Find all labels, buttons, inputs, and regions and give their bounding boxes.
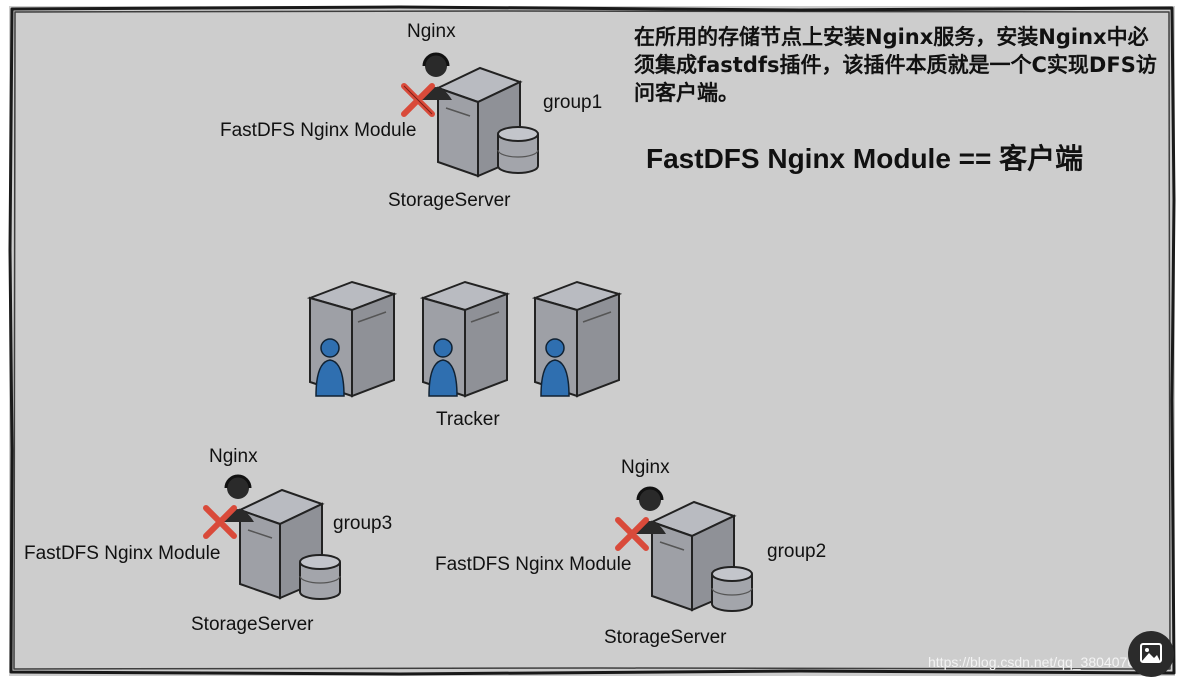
tracker-server-2	[419, 280, 511, 398]
wrench-screwdriver-icon	[203, 505, 237, 539]
storage-server-group3	[203, 474, 341, 600]
tracker-server-3	[531, 280, 623, 398]
server-label-group3: StorageServer	[191, 614, 314, 635]
storage-server-group2	[615, 486, 753, 612]
watermark: https://blog.csdn.net/qq_38040765	[928, 654, 1143, 670]
module-label-group3: FastDFS Nginx Module	[24, 543, 221, 564]
wrench-screwdriver-icon	[615, 517, 649, 551]
description-note: 在所用的存储节点上安装Nginx服务，安装Nginx中必须集成fastdfs插件…	[634, 25, 1157, 105]
headset-user-icon	[222, 474, 254, 522]
user-icon	[428, 338, 458, 397]
tracker-server-1	[306, 280, 398, 398]
database-icon	[497, 126, 539, 174]
group-label-group2: group2	[767, 541, 827, 562]
server-label-group1: StorageServer	[388, 190, 511, 211]
database-icon	[711, 566, 753, 612]
title-cjk: 客户端	[999, 142, 1084, 175]
diagram-title: FastDFS Nginx Module == 客户端	[646, 137, 1083, 177]
user-icon	[315, 338, 345, 397]
module-label-group2: FastDFS Nginx Module	[435, 554, 632, 575]
image-icon	[1140, 643, 1162, 663]
module-label-group1: FastDFS Nginx Module	[220, 120, 417, 141]
nginx-label-group2: Nginx	[621, 457, 670, 478]
user-icon	[540, 338, 570, 397]
nginx-label-group1: Nginx	[407, 21, 456, 42]
server-label-group2: StorageServer	[604, 627, 727, 648]
server-tower-icon	[649, 500, 737, 612]
server-tower-icon	[237, 488, 325, 600]
title-latin: FastDFS Nginx Module ==	[646, 143, 992, 174]
tracker-label: Tracker	[436, 409, 500, 430]
group-label-group3: group3	[333, 513, 393, 534]
storage-server-group1	[401, 52, 539, 178]
group-label-group1: group1	[543, 92, 603, 113]
image-view-button[interactable]	[1128, 631, 1174, 677]
nginx-label-group3: Nginx	[209, 446, 258, 467]
database-icon	[299, 554, 341, 600]
wrench-screwdriver-icon	[401, 83, 435, 117]
